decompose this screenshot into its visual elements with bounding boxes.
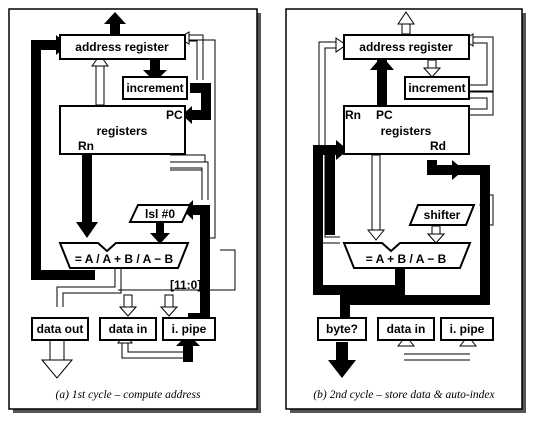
registers-b (343, 105, 470, 155)
alu-a-label: = A / A + B / A − B (75, 252, 174, 266)
increment-a-label: increment (126, 81, 183, 95)
shifter-b-label: shifter (424, 208, 461, 222)
panel-b: address register increment registers Rn … (285, 8, 526, 413)
rd-b-label: Rd (430, 139, 446, 153)
address-register-b (343, 34, 470, 60)
i-pipe-a-label: i. pipe (172, 322, 207, 336)
registers-b-label: registers (381, 124, 432, 138)
registers-a (59, 105, 186, 155)
i-pipe-a (162, 317, 216, 341)
data-in-a (99, 317, 157, 341)
offset-a-label: [11:0] (170, 278, 201, 292)
increment-a (122, 76, 188, 100)
increment-b-label: increment (408, 81, 465, 95)
increment-b (404, 76, 470, 100)
i-pipe-b (440, 317, 494, 341)
shifter-b (408, 204, 476, 226)
byte-b-label: byte? (326, 322, 358, 336)
data-out-a-label: data out (37, 322, 84, 336)
data-in-b-label: data in (387, 322, 426, 336)
caption-a: (a) 1st cycle – compute address (56, 389, 201, 401)
byte-b (317, 317, 367, 341)
caption-b: (b) 2nd cycle – store data & auto-index (313, 389, 495, 401)
alu-b-label: = A + B / A − B (366, 252, 447, 266)
rn-a-label: Rn (78, 139, 94, 153)
lsl-a-label: lsl #0 (145, 207, 175, 221)
pc-b-label: PC (376, 108, 393, 122)
data-out-a (31, 317, 89, 341)
address-register-a-label: address register (75, 40, 169, 54)
rn-b-label: Rn (345, 108, 361, 122)
panel-a: address register increment registers PC … (8, 8, 261, 413)
alu-a (58, 242, 190, 269)
panel-a-frame (8, 8, 258, 410)
pc-a-label: PC (166, 108, 183, 122)
i-pipe-b-label: i. pipe (450, 322, 485, 336)
data-in-b (377, 317, 435, 341)
data-in-a-label: data in (109, 322, 148, 336)
registers-a-label: registers (97, 124, 148, 138)
lsl-box-a (128, 204, 192, 223)
address-register-a (59, 34, 186, 60)
alu-b (342, 242, 472, 269)
address-register-b-label: address register (359, 40, 453, 54)
